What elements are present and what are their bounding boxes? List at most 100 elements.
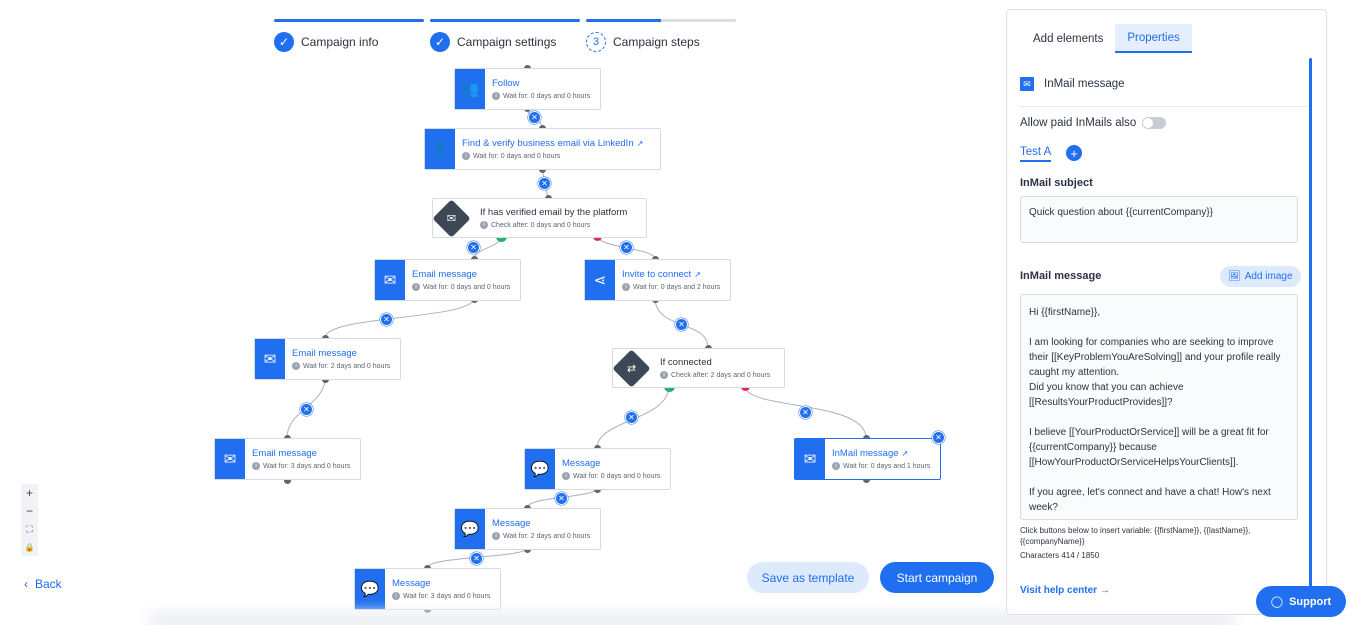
add-image-button[interactable]: 🖼 Add image xyxy=(1220,266,1301,287)
info-icon: i xyxy=(622,283,630,291)
step-label: Campaign info xyxy=(301,35,379,49)
connect-users-icon: ⇄ xyxy=(626,363,637,375)
fit-view-icon[interactable]: ⛶ xyxy=(26,523,33,534)
step-campaign-steps[interactable]: 3 Campaign steps xyxy=(586,19,736,52)
chat-bubble-icon: ◯ xyxy=(1270,596,1284,608)
properties-panel: Add elements Properties ✉ InMail message… xyxy=(1006,9,1327,615)
canvas-bottom-shadow xyxy=(150,611,1234,625)
lock-icon[interactable]: 🔒 xyxy=(24,542,35,552)
save-as-template-button[interactable]: Save as template xyxy=(747,562,869,593)
tab-add-elements[interactable]: Add elements xyxy=(1033,32,1104,45)
back-link[interactable]: ‹ Back xyxy=(24,577,62,591)
tab-properties[interactable]: Properties xyxy=(1115,24,1192,53)
node-wait: Wait for: 0 days and 0 hours xyxy=(573,472,661,480)
paid-inmail-label: Allow paid InMails also xyxy=(1020,117,1137,129)
panel-scrollbar[interactable] xyxy=(1309,58,1312,598)
node-wait: Check after: 2 days and 0 hours xyxy=(671,371,771,379)
check-icon: ✓ xyxy=(274,32,294,52)
step-node-verify-email[interactable]: 👤 Find & verify business email via Linke… xyxy=(424,128,661,170)
remove-connection-icon[interactable]: ✕ xyxy=(380,313,393,326)
subject-label: InMail subject xyxy=(1020,177,1093,189)
delete-node-icon[interactable]: ✕ xyxy=(932,431,945,444)
node-title: Follow xyxy=(492,78,520,89)
add-image-label: Add image xyxy=(1244,271,1293,282)
tab-test-a[interactable]: Test A xyxy=(1020,146,1052,162)
node-wait: Check after: 0 days and 0 hours xyxy=(491,221,591,229)
paid-inmail-toggle[interactable] xyxy=(1142,117,1167,129)
remove-connection-icon[interactable]: ✕ xyxy=(528,111,541,124)
inmail-message-textarea[interactable]: Hi {{firstName}}, I am looking for compa… xyxy=(1020,294,1298,520)
start-campaign-button[interactable]: Start campaign xyxy=(880,562,994,593)
support-button[interactable]: ◯ Support xyxy=(1256,586,1346,617)
info-icon: i xyxy=(492,92,500,100)
info-icon: i xyxy=(392,592,400,600)
node-wait: Wait for: 0 days and 0 hours xyxy=(473,152,561,160)
paid-inmail-setting: Allow paid InMails also xyxy=(1020,117,1167,129)
node-wait: Wait for: 0 days and 0 hours xyxy=(423,283,511,291)
canvas-zoom-controls: + − ⛶ 🔒 xyxy=(21,484,38,556)
image-icon: 🖼 xyxy=(1228,271,1241,282)
add-test-variant-button[interactable]: + xyxy=(1066,145,1082,161)
external-link-icon[interactable]: ↗ xyxy=(636,139,644,148)
chevron-left-icon: ‹ xyxy=(24,577,28,591)
remove-connection-icon[interactable]: ✕ xyxy=(620,241,633,254)
chat-bubble-icon: 💬 xyxy=(525,449,555,489)
info-icon: i xyxy=(562,472,570,480)
node-title: Find & verify business email via LinkedI… xyxy=(462,138,634,149)
info-icon: i xyxy=(292,362,300,370)
share-icon: ⋖ xyxy=(585,260,615,300)
remove-connection-icon[interactable]: ✕ xyxy=(470,552,483,565)
step-campaign-settings[interactable]: ✓Campaign settings xyxy=(430,19,580,52)
step-label: Campaign steps xyxy=(613,35,700,49)
node-title: Email message xyxy=(292,348,357,359)
panel-header: ✉ InMail message xyxy=(1020,77,1309,107)
step-campaign-info[interactable]: ✓ Campaign info xyxy=(274,19,424,52)
node-title: If has verified email by the platform xyxy=(480,207,628,218)
remove-connection-icon[interactable]: ✕ xyxy=(467,241,480,254)
external-link-icon[interactable]: ↗ xyxy=(694,270,701,279)
remove-connection-icon[interactable]: ✕ xyxy=(799,406,812,419)
remove-connection-icon[interactable]: ✕ xyxy=(675,318,688,331)
node-wait: Wait for: 3 days and 0 hours xyxy=(403,592,491,600)
node-title: Message xyxy=(392,578,431,589)
support-label: Support xyxy=(1289,595,1332,608)
mail-icon: ✉ xyxy=(446,213,457,225)
external-link-icon[interactable]: ↗ xyxy=(901,449,909,458)
connector-dot[interactable] xyxy=(284,477,291,484)
remove-connection-icon[interactable]: ✕ xyxy=(300,403,313,416)
email-icon: ✉ xyxy=(375,260,405,300)
remove-connection-icon[interactable]: ✕ xyxy=(538,177,551,190)
help-center-link[interactable]: Visit help center → xyxy=(1020,585,1110,596)
inmail-icon: ✉ xyxy=(795,439,825,479)
node-wait: Wait for: 0 days and 2 hours xyxy=(633,283,721,291)
email-icon: ✉ xyxy=(215,439,245,479)
variable-hint: Click buttons below to insert variable: … xyxy=(1020,526,1251,546)
info-icon: i xyxy=(252,462,260,470)
remove-connection-icon[interactable]: ✕ xyxy=(555,492,568,505)
email-icon: ✉ xyxy=(255,339,285,379)
remove-connection-icon[interactable]: ✕ xyxy=(625,411,638,424)
inmail-subject-input[interactable]: Quick question about {{currentCompany}} xyxy=(1020,196,1298,243)
node-title: Invite to connect xyxy=(622,269,692,280)
panel-tabs: Add elements Properties xyxy=(1021,24,1192,53)
node-wait: Wait for: 0 days and 1 hours xyxy=(843,462,931,470)
panel-title: InMail message xyxy=(1044,78,1125,90)
step-number-badge: 3 xyxy=(586,32,606,52)
node-wait: Wait for: 2 days and 0 hours xyxy=(303,362,391,370)
info-icon: i xyxy=(832,462,840,470)
check-icon: ✓ xyxy=(430,32,450,52)
zoom-out-icon[interactable]: − xyxy=(25,504,33,518)
step-progress-bar xyxy=(586,19,736,22)
zoom-in-icon[interactable]: + xyxy=(25,486,33,500)
